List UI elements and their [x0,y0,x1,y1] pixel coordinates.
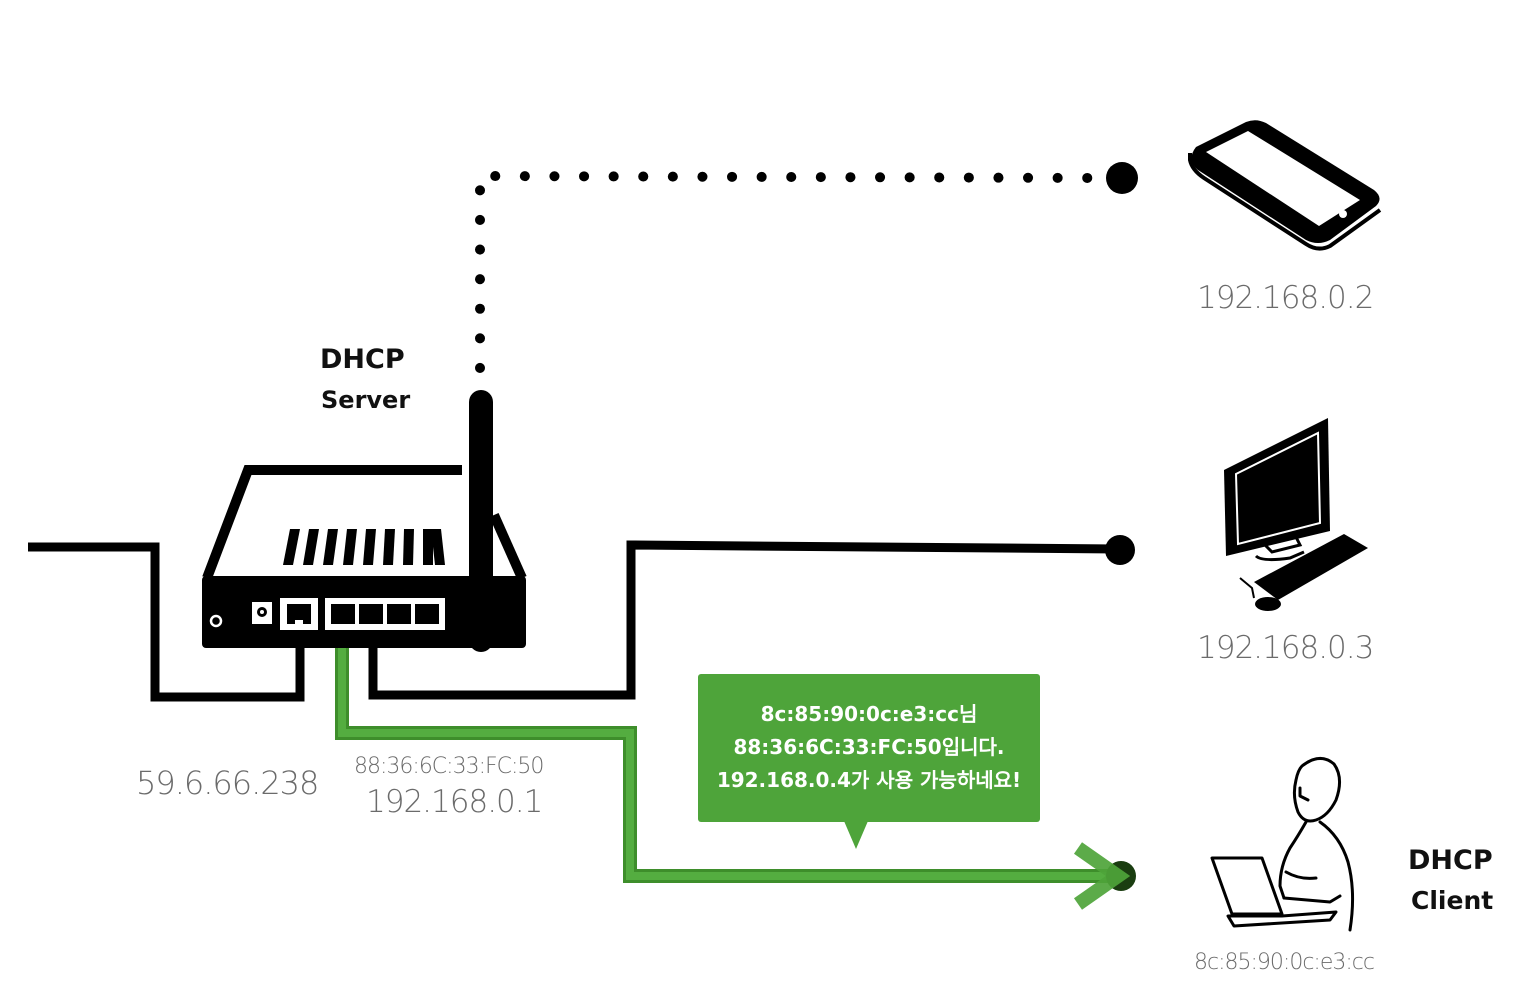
desktop-connection-dot [1105,535,1135,565]
phone-ip-label: 192.168.0.2 [1197,280,1374,316]
client-title-line2: Client [1411,886,1494,915]
lan-mac-label: 88:36:6C:33:FC:50 [354,754,544,779]
desktop-ip-label: 192.168.0.3 [1197,630,1374,666]
person-laptop-icon [1210,757,1355,932]
server-title-line2: Server [321,386,411,414]
desktop-cable [368,540,1119,700]
message-line3: 192.168.0.4가 사용 가능하네요! [716,768,1022,792]
wireless-link [475,170,1105,373]
client-mac-label: 8c:85:90:0c:e3:cc [1194,950,1375,975]
wan-cable [28,542,305,702]
server-title-line1: DHCP [320,344,405,375]
dhcp-offer-message: 8c:85:90:0c:e3:cc님 88:36:6C:33:FC:50입니다.… [698,674,1040,822]
router-icon [202,390,527,652]
phone-connection-dot [1106,162,1138,194]
message-bubble-tail [844,821,868,849]
lan-ip-label: 192.168.0.1 [366,784,543,820]
client-title-line1: DHCP [1408,845,1493,876]
message-line2: 88:36:6C:33:FC:50입니다. [733,735,1005,759]
message-line1: 8c:85:90:0c:e3:cc님 [760,702,978,726]
smartphone-icon [1188,120,1382,251]
arrow-icon [1073,842,1131,910]
wan-ip-label: 59.6.66.238 [136,764,319,802]
desktop-computer-icon [1224,418,1368,611]
